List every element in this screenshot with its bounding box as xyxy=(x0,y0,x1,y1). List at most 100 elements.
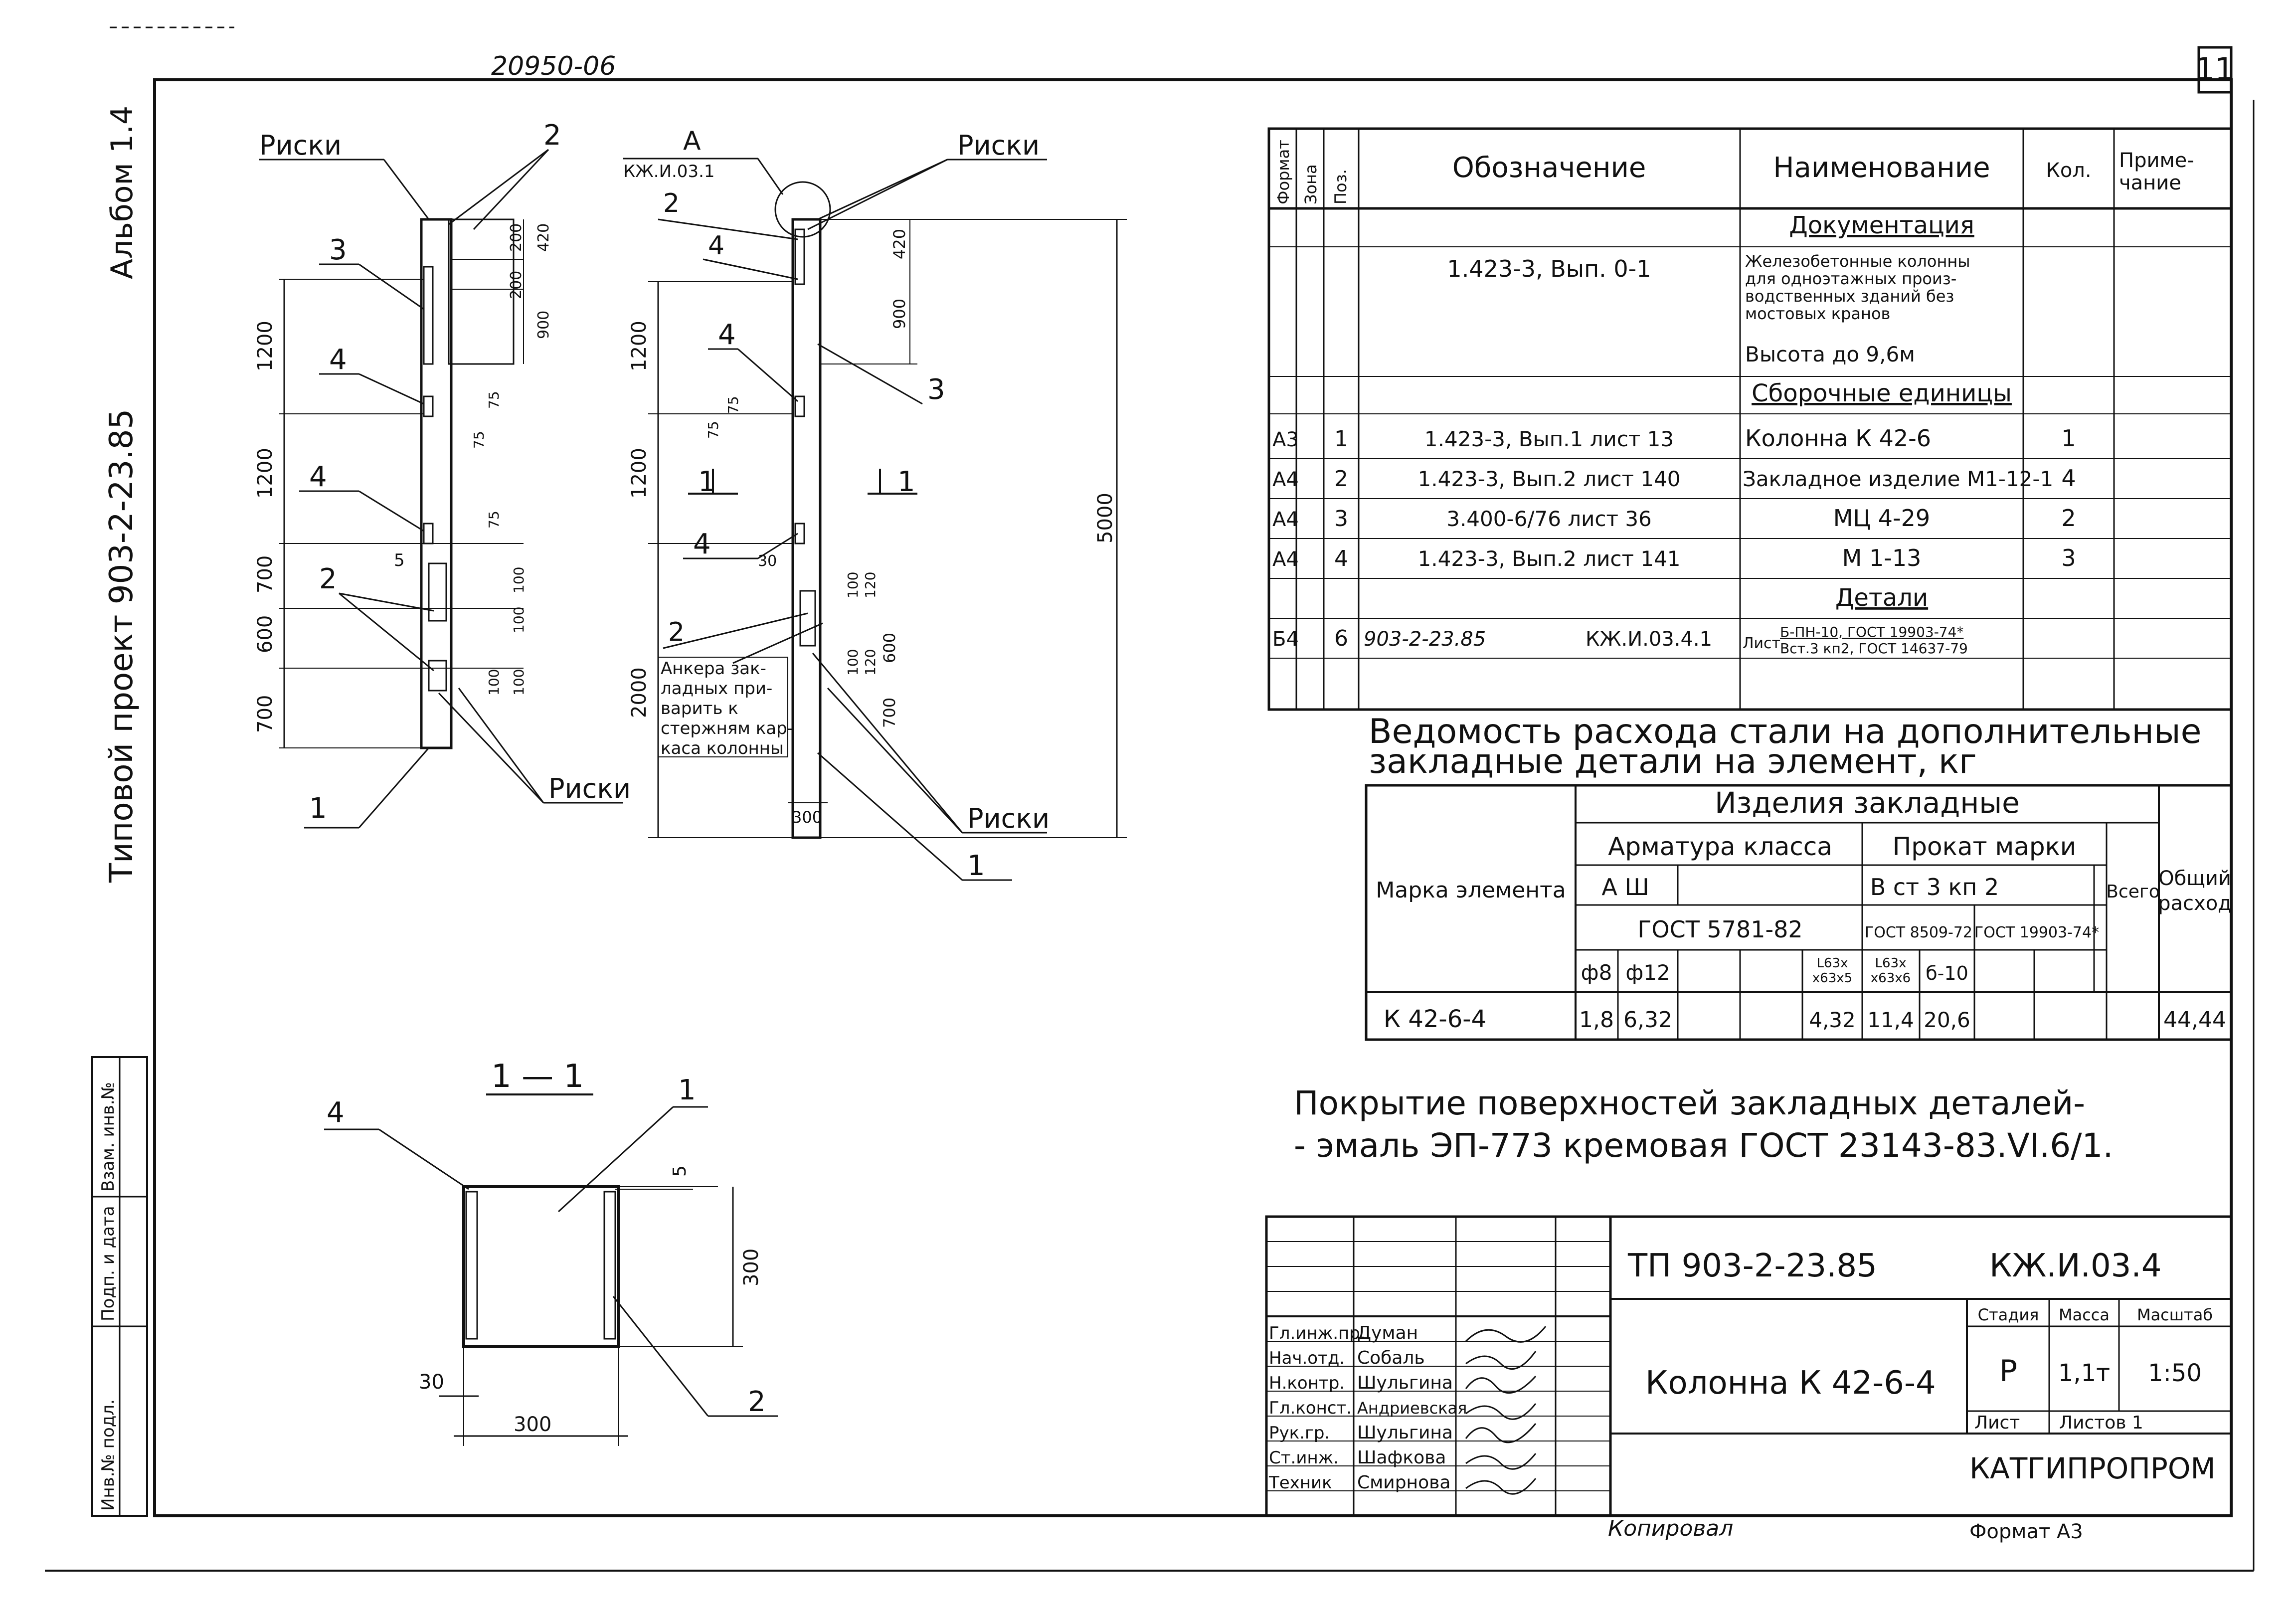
dim-small-75c: 75 xyxy=(486,511,502,529)
tb-name-1: Думан xyxy=(1357,1323,1418,1343)
tb-org: КАТГИПРОПРОМ xyxy=(1969,1451,2216,1485)
spec-r2-name: Закладное изделие М1-12-1 xyxy=(1743,467,2053,491)
coating-line-1: Покрытие поверхностей закладных деталей- xyxy=(1294,1084,2085,1122)
dim-small-75a: 75 xyxy=(486,391,502,409)
spec-d-fmt: Б4 xyxy=(1272,628,1299,651)
label-riski-1: Риски xyxy=(259,130,342,161)
spec-doc-name-2: для одноэтажных произ- xyxy=(1745,269,1956,288)
tb-doc-code: КЖ.И.03.4 xyxy=(1989,1248,2161,1284)
dim-mid-1200-b: 1200 xyxy=(628,448,651,499)
dim-mid-30: 30 xyxy=(758,552,777,570)
spec-table: Формат Зона Поз. Обозначение Наименовани… xyxy=(1267,127,2233,711)
spec-r3-pos: 3 xyxy=(1334,506,1348,532)
album-label: Альбом 1.4 xyxy=(105,106,140,279)
tb-name-4: Андриевская xyxy=(1357,1399,1467,1418)
steel-h-total: Всего xyxy=(2106,882,2160,902)
dim-total-5000: 5000 xyxy=(1094,493,1117,543)
dim-small-100d: 100 xyxy=(486,669,502,696)
steel-h-mark: Марка элемента xyxy=(1376,878,1566,903)
stamp-sign: Подп. и дата xyxy=(98,1206,118,1321)
tb-copied: Копировал xyxy=(1608,1516,1733,1541)
label-riski-3: Риски xyxy=(957,130,1040,161)
steel-sub-l63x6-a: L63x xyxy=(1875,956,1907,971)
dim-mid-300: 300 xyxy=(792,808,822,827)
tb-role-2: Нач.отд. xyxy=(1269,1348,1345,1368)
pos-3-left: 3 xyxy=(329,234,347,266)
dim-mid-1200-a: 1200 xyxy=(628,321,651,371)
section-dim-300-v: 300 xyxy=(740,1249,763,1286)
section-dim-300-h: 300 xyxy=(514,1413,551,1436)
steel-title: Ведомость расхода стали на дополнительны… xyxy=(1369,712,2202,781)
anchor-note-1: Анкера зак- xyxy=(661,659,766,679)
tb-h-mass: Масса xyxy=(2059,1305,2110,1324)
title-block: Гл.инж.пр. Думан Нач.отд. Собаль Н.контр… xyxy=(1265,1215,2233,1543)
pos-4-mid-a: 4 xyxy=(708,231,724,261)
steel-sub-b10: б-10 xyxy=(1926,962,1968,984)
steel-h-prof: Прокат марки xyxy=(1893,832,2077,861)
pos-3-mid: 3 xyxy=(927,373,945,406)
pos-5-left: 5 xyxy=(394,550,405,570)
steel-sub-l63x5-b: x63x5 xyxy=(1812,971,1852,986)
dim-mid-100a: 100 xyxy=(845,572,861,598)
spec-r2-qty: 4 xyxy=(2061,465,2076,492)
steel-sub-f8: ф8 xyxy=(1581,960,1612,985)
spec-r4-qty: 3 xyxy=(2061,544,2076,571)
dim-small-420: 420 xyxy=(535,223,552,252)
coating-line-2: - эмаль ЭП-773 кремовая ГОСТ 23143-83.VI… xyxy=(1294,1126,2113,1165)
steel-row-l63x6: 11,4 xyxy=(1867,1008,1914,1032)
dim-small-100b: 100 xyxy=(511,607,527,633)
spec-doc-name-1: Железобетонные колонны xyxy=(1745,252,1970,271)
dim-small-900: 900 xyxy=(535,311,552,339)
label-riski-4: Риски xyxy=(967,803,1050,834)
tb-sheets: Листов 1 xyxy=(2059,1413,2143,1433)
spec-r4-pos: 4 xyxy=(1334,546,1348,571)
steel-row-f12: 6,32 xyxy=(1623,1007,1672,1033)
tb-scale: 1:50 xyxy=(2148,1359,2202,1387)
section-title: 1 — 1 xyxy=(491,1058,584,1095)
spec-r1-name: Колонна К 42-6 xyxy=(1745,425,1931,452)
spec-r4-name: М 1-13 xyxy=(1842,544,1922,571)
steel-h-general-2: расход xyxy=(2158,892,2232,915)
dim-mid-120b: 120 xyxy=(862,649,879,676)
steel-h-vst: В ст 3 кп 2 xyxy=(1870,874,1999,900)
section-dim-30: 30 xyxy=(419,1371,444,1394)
anchor-note-2: ладных при- xyxy=(661,679,772,699)
pos-2-mid-top: 2 xyxy=(663,188,680,218)
tb-role-5: Рук.гр. xyxy=(1269,1423,1330,1443)
tb-name-2: Собаль xyxy=(1357,1348,1425,1368)
pos-1-mid: 1 xyxy=(967,850,985,882)
steel-row-f8: 1,8 xyxy=(1579,1007,1614,1033)
dim-small-100c: 100 xyxy=(511,669,527,696)
side-stamp: Инв.№ подл. Подп. и дата Взам. инв.№ xyxy=(91,1056,148,1517)
spec-doc-name-3: водственных зданий без xyxy=(1745,287,1954,306)
label-riski-2: Риски xyxy=(548,773,631,804)
tb-role-3: Н.контр. xyxy=(1269,1373,1345,1393)
tb-name-6: Шафкова xyxy=(1357,1447,1446,1468)
anchor-note-4: стержням кар- xyxy=(661,719,793,738)
steel-title-1: Ведомость расхода стали на дополнительны… xyxy=(1369,712,2202,751)
stamp-inv: Инв.№ подл. xyxy=(98,1399,118,1511)
dim-small-200a: 200 xyxy=(508,223,525,252)
column-elevation-mid: 5000 420 900 1200 1200 2000 75 75 30 100… xyxy=(623,126,1127,882)
spec-d-name-pre: Лист xyxy=(1743,635,1780,652)
margin-text: Альбом 1.4 Типовой проект 903-2-23.85 xyxy=(103,106,140,883)
steel-row-mark: К 42-6-4 xyxy=(1384,1005,1486,1033)
tb-sheet: Лист xyxy=(1974,1413,2020,1433)
pos-1-left: 1 xyxy=(309,792,327,825)
view-a-label: А xyxy=(683,126,701,156)
steel-sub-l63x5-a: L63x xyxy=(1817,956,1848,971)
pos-4-mid-c: 4 xyxy=(693,528,711,560)
section-1-1: 1 — 1 4 1 2 300 5 300 30 xyxy=(324,1058,778,1446)
spec-sec-assembly: Сборочные единицы xyxy=(1752,379,2012,407)
tb-name-5: Шульгина xyxy=(1357,1423,1453,1443)
pos-2-mid-low: 2 xyxy=(668,617,685,647)
spec-r2-pos: 2 xyxy=(1334,466,1348,492)
section-dim-5: 5 xyxy=(670,1165,690,1177)
spec-h-zone: Зона xyxy=(1301,164,1320,204)
steel-h-a3: А Ш xyxy=(1601,874,1649,900)
view-a-ref: КЖ.И.03.1 xyxy=(623,162,715,181)
tb-name-7: Смирнова xyxy=(1357,1472,1450,1493)
tb-signatures xyxy=(1465,1326,1547,1495)
dim-700-b: 700 xyxy=(254,695,277,733)
pos-4-section: 4 xyxy=(327,1096,345,1129)
